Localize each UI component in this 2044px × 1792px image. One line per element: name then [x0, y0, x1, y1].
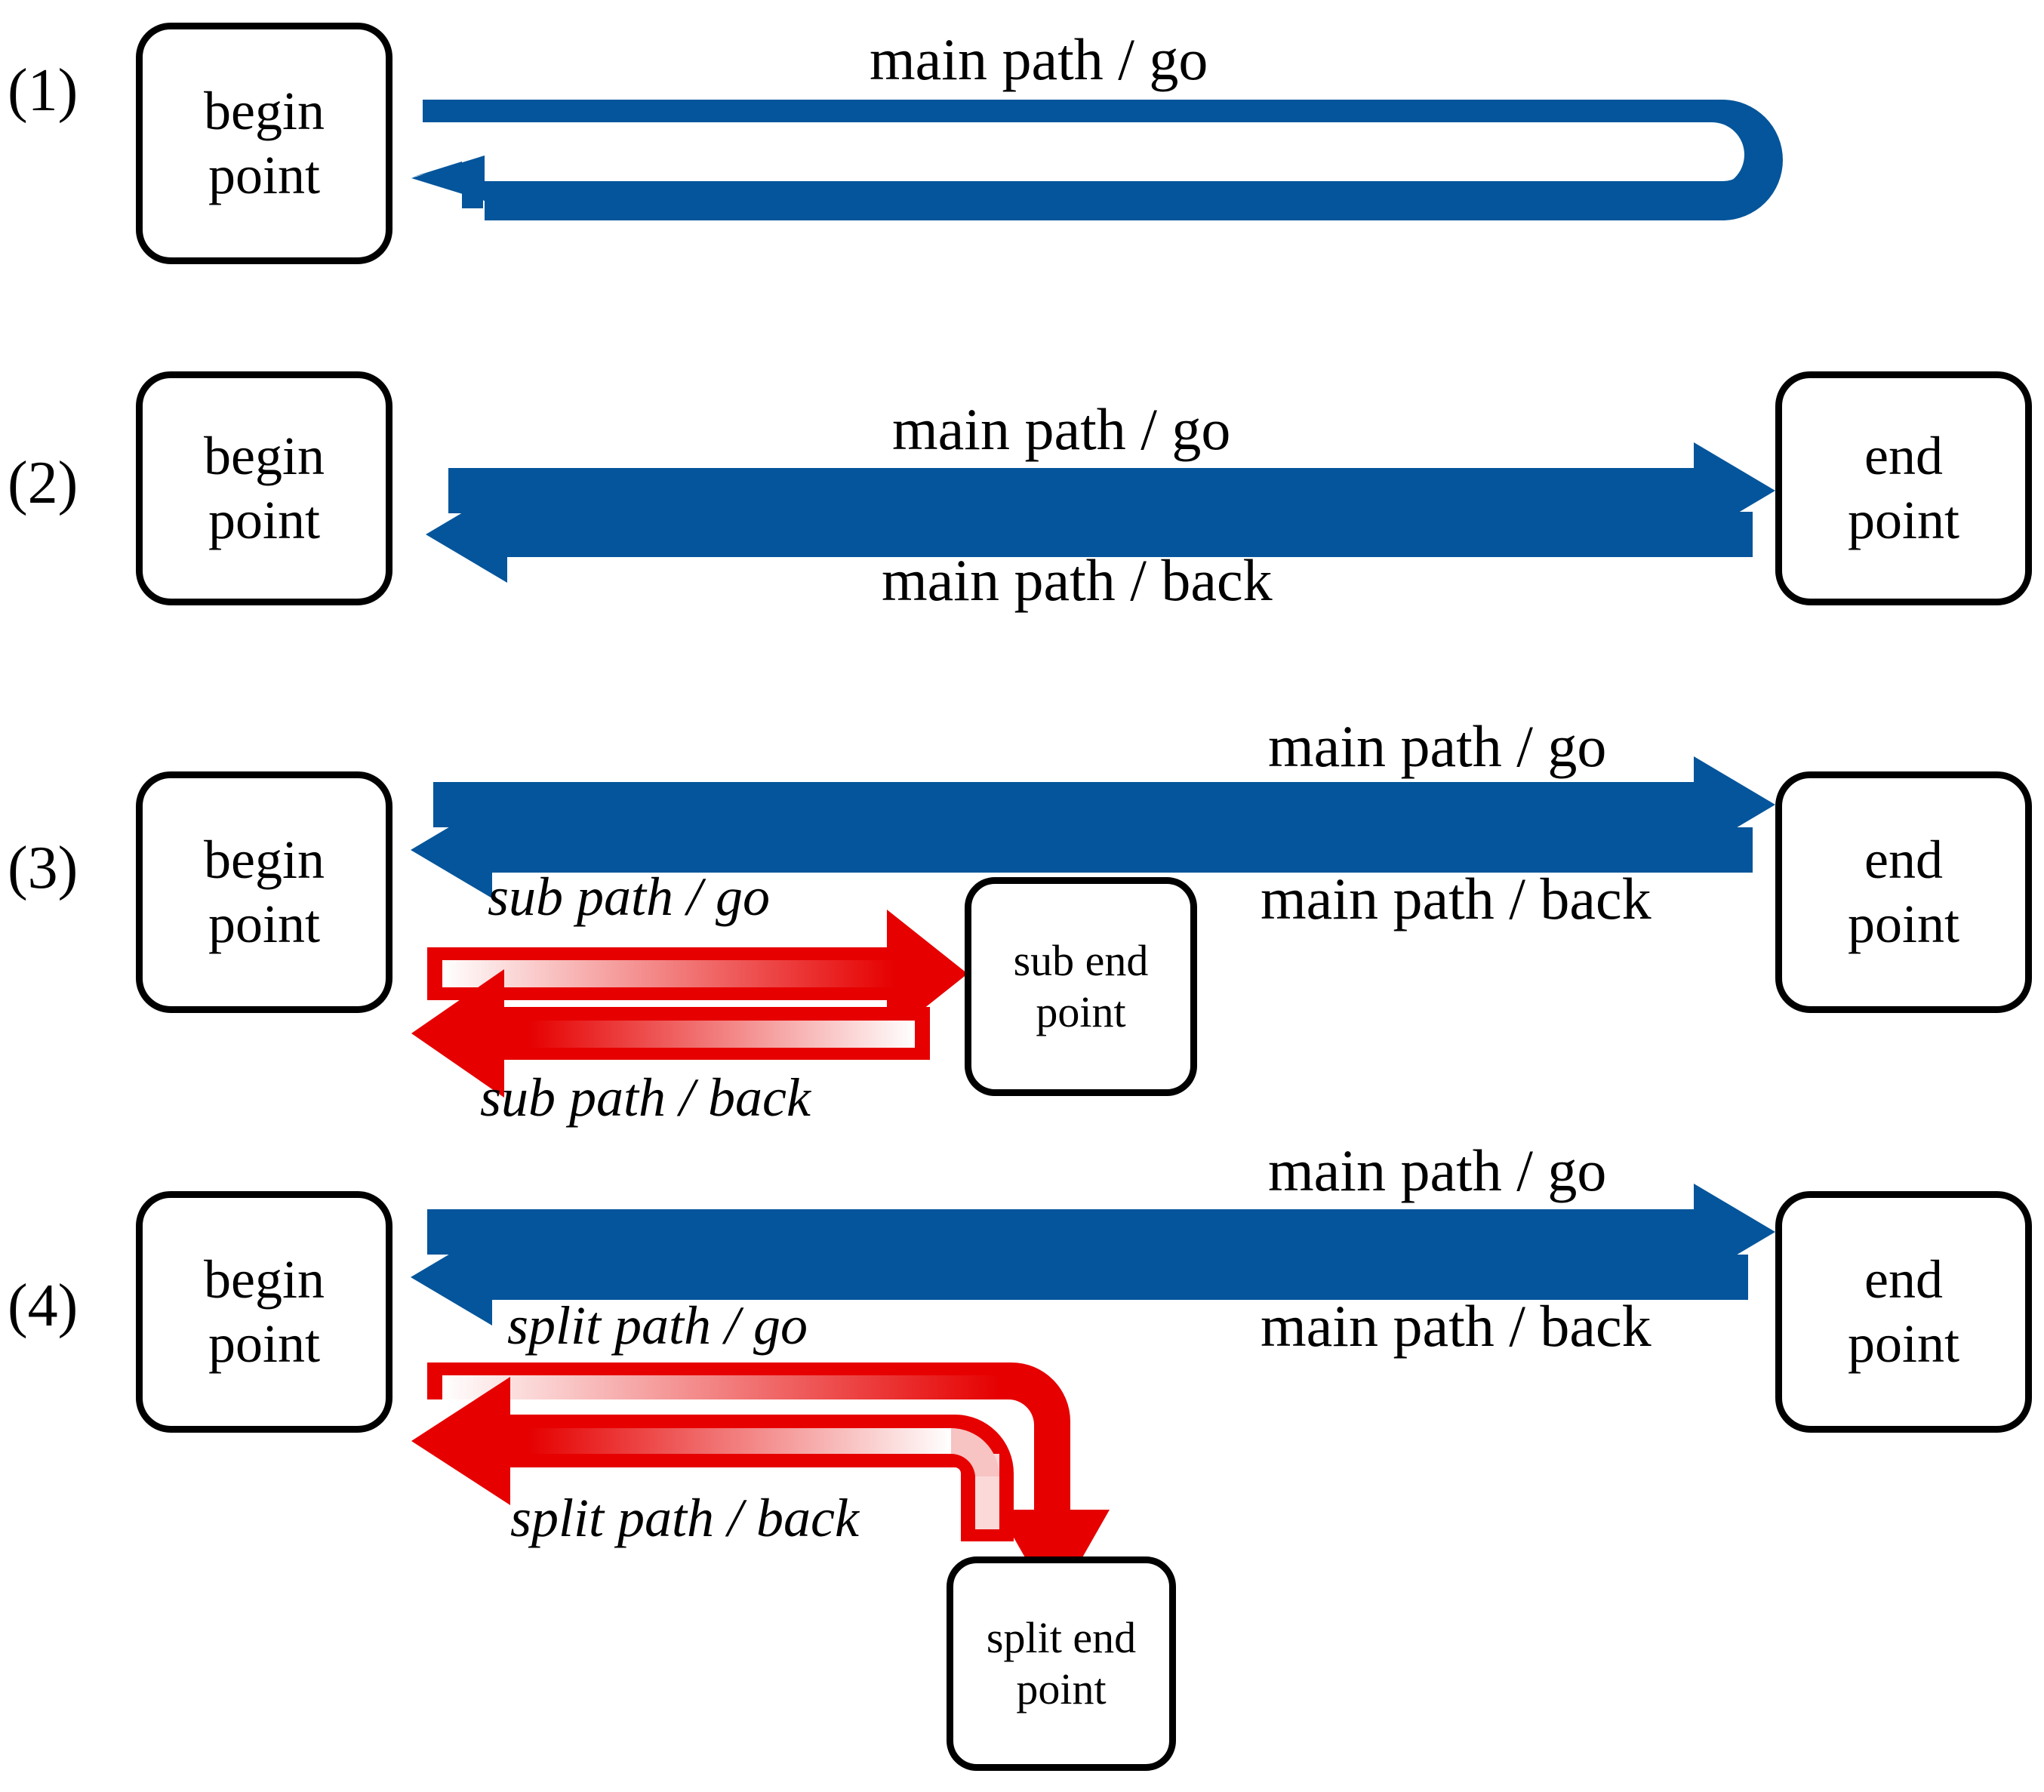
- row3-end-point-node[interactable]: end point: [1775, 771, 2032, 1013]
- row4-split-end-point-node[interactable]: split end point: [947, 1556, 1176, 1771]
- row3-begin-line2: point: [208, 894, 320, 954]
- row4-end-line1: end: [1864, 1249, 1943, 1310]
- row3-subend-line1: sub end: [1013, 935, 1149, 985]
- row2-end-line2: point: [1847, 490, 1959, 550]
- row3-end-line2: point: [1847, 894, 1959, 954]
- row4-label-main-path-go: main path / go: [1268, 1138, 1607, 1203]
- row3-begin-line1: begin: [204, 830, 325, 891]
- row3-label-main-path-go: main path / go: [1268, 713, 1607, 779]
- row4-label-split-path-go: split path / go: [507, 1295, 808, 1356]
- row2-main-path-go-arrow: [448, 442, 1775, 539]
- row1-begin-line2: point: [208, 145, 320, 205]
- row3-label-main-path-back: main path / back: [1261, 866, 1652, 931]
- row4-end-point-node[interactable]: end point: [1775, 1191, 2032, 1433]
- row2-end-point-node[interactable]: end point: [1775, 371, 2032, 605]
- row4-splitend-line1: split end: [986, 1612, 1137, 1662]
- row4-end-line2: point: [1847, 1313, 1959, 1374]
- row4-begin-point-node[interactable]: begin point: [136, 1191, 392, 1433]
- row-index-2: (2): [8, 450, 78, 516]
- row4-begin-line1: begin: [204, 1249, 325, 1310]
- row3-subend-line2: point: [1036, 987, 1126, 1036]
- row2-label-main-path-go: main path / go: [892, 396, 1231, 462]
- row4-split-path-back-arrow: [411, 1377, 1014, 1541]
- row4-splitend-line2: point: [1016, 1664, 1107, 1713]
- row4-label-split-path-back: split path / back: [510, 1488, 859, 1548]
- row1-main-path-loop: [411, 94, 1784, 220]
- row4-begin-line2: point: [208, 1313, 320, 1374]
- row4-main-path-back-arrow: [411, 1229, 1748, 1326]
- row3-begin-point-node[interactable]: begin point: [136, 771, 392, 1013]
- row3-main-path-go-arrow: [433, 756, 1775, 853]
- row3-sub-path-go-arrow: [427, 910, 968, 1038]
- row-index-3: (3): [8, 835, 78, 901]
- row3-sub-end-point-node[interactable]: sub end point: [965, 877, 1197, 1096]
- row2-begin-point-node[interactable]: begin point: [136, 371, 392, 605]
- row3-label-sub-path-back: sub path / back: [480, 1067, 811, 1128]
- row3-sub-path-back-arrow: [411, 969, 930, 1098]
- row-index-4: (4): [8, 1273, 78, 1339]
- row1-label-main-path-go: main path / go: [870, 26, 1208, 92]
- row4-main-path-go-arrow: [427, 1184, 1775, 1280]
- row3-label-sub-path-go: sub path / go: [488, 867, 771, 927]
- row2-main-path-back-arrow: [426, 486, 1753, 583]
- row2-label-main-path-back: main path / back: [882, 547, 1273, 613]
- row-index-1: (1): [8, 57, 78, 124]
- row1-begin-line1: begin: [204, 81, 325, 142]
- row1-begin-point-node[interactable]: begin point: [136, 23, 392, 264]
- row2-begin-line1: begin: [204, 426, 325, 487]
- row2-end-line1: end: [1864, 426, 1943, 487]
- row3-main-path-back-arrow: [411, 802, 1753, 898]
- row4-label-main-path-back: main path / back: [1261, 1293, 1652, 1359]
- row2-begin-line2: point: [208, 490, 320, 550]
- row3-end-line1: end: [1864, 830, 1943, 891]
